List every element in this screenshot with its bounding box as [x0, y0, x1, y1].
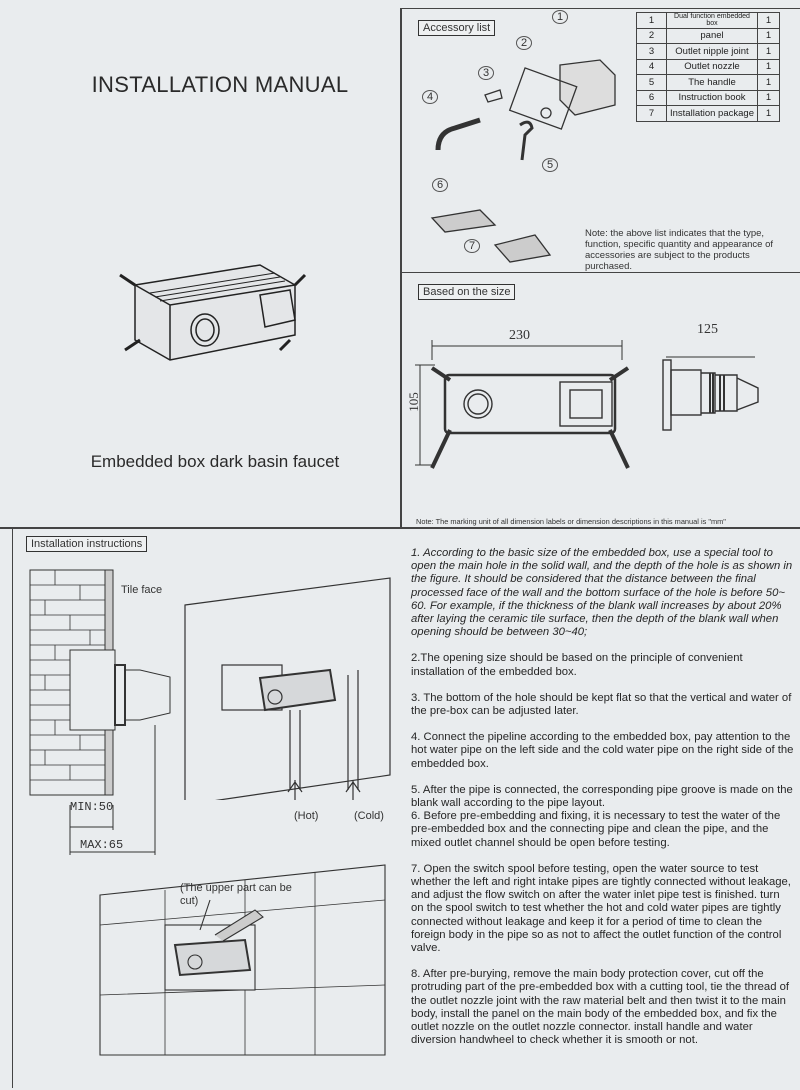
page-title: INSTALLATION MANUAL [91, 72, 349, 97]
callout-4: 4 [422, 90, 438, 104]
embedded-box-illustration [119, 264, 307, 361]
step-6: 6. Before pre-embedding and fixing, it i… [411, 810, 781, 849]
divider-left-bottom [12, 528, 13, 1088]
item-name: Outlet nozzle [666, 58, 758, 75]
accessory-note: Note: the above list indicates that the … [585, 228, 774, 272]
item-no: 2 [636, 27, 667, 44]
wall-section-diagram [29, 569, 171, 855]
divider-right-sections [400, 272, 800, 273]
callout-5: 5 [542, 158, 558, 172]
step-7: 7. Open the switch spool before testing,… [411, 862, 791, 955]
step-1: 1. According to the basic size of the em… [411, 547, 793, 639]
item-name: Dual function embedded box [666, 12, 758, 29]
divider-vertical-top [400, 8, 402, 528]
installation-instructions-label: Installation instructions [26, 536, 148, 552]
accessory-list-label: Accessory list [418, 20, 496, 36]
max-depth-label: MAX:65 [80, 838, 124, 852]
callout-3: 3 [478, 66, 494, 80]
divider-top [400, 8, 800, 9]
dimension-height: 105 [405, 392, 421, 412]
cut-note-label: (The upper part can be cut) [180, 882, 292, 907]
step-4: 4. Connect the pipeline according to the… [411, 731, 794, 770]
tile-face-label: Tile face [121, 584, 163, 596]
item-qty: 1 [757, 43, 780, 60]
step-5: 5. After the pipe is connected, the corr… [411, 783, 793, 810]
cut-box-diagram [99, 864, 386, 1056]
callout-6: 6 [432, 178, 448, 192]
item-name: Installation package [666, 105, 758, 122]
size-label: Based on the size [418, 284, 516, 300]
dimension-depth: 125 [697, 322, 718, 337]
hot-pipe-label: (Hot) [294, 810, 319, 822]
item-name: Outlet nipple joint [666, 43, 758, 60]
item-name: Instruction book [666, 89, 758, 106]
item-no: 6 [636, 89, 667, 106]
item-no: 7 [636, 105, 667, 122]
item-qty: 1 [757, 58, 780, 75]
callout-1: 1 [552, 10, 568, 24]
item-no: 4 [636, 58, 667, 75]
item-name: The handle [666, 74, 758, 91]
product-subtitle: Embedded box dark basin faucet [90, 452, 340, 471]
dimension-width: 230 [509, 328, 530, 343]
callout-2: 2 [516, 36, 532, 50]
callout-7: 7 [464, 239, 480, 253]
item-qty: 1 [757, 12, 780, 29]
item-name: panel [666, 27, 758, 44]
min-depth-label: MIN:50 [70, 800, 114, 814]
divider-horizontal-mid [0, 527, 800, 529]
step-2: 2.The opening size should be based on th… [411, 652, 743, 678]
step-8: 8. After pre-burying, remove the main bo… [411, 968, 790, 1047]
item-qty: 1 [757, 74, 780, 91]
step-3: 3. The bottom of the hole should be kept… [411, 691, 792, 718]
item-no: 1 [636, 12, 667, 29]
dimension-unit-note: Note: The marking unit of all dimension … [416, 517, 726, 526]
item-qty: 1 [757, 89, 780, 106]
item-qty: 1 [757, 27, 780, 44]
dimension-drawing [415, 340, 759, 469]
pipe-connection-diagram [184, 577, 391, 800]
accessory-exploded-diagram [430, 59, 616, 263]
cold-pipe-label: (Cold) [354, 810, 384, 822]
item-no: 3 [636, 43, 667, 60]
item-qty: 1 [757, 105, 780, 122]
installation-steps: 1. According to the basic size of the em… [411, 547, 795, 1061]
item-no: 5 [636, 74, 667, 91]
